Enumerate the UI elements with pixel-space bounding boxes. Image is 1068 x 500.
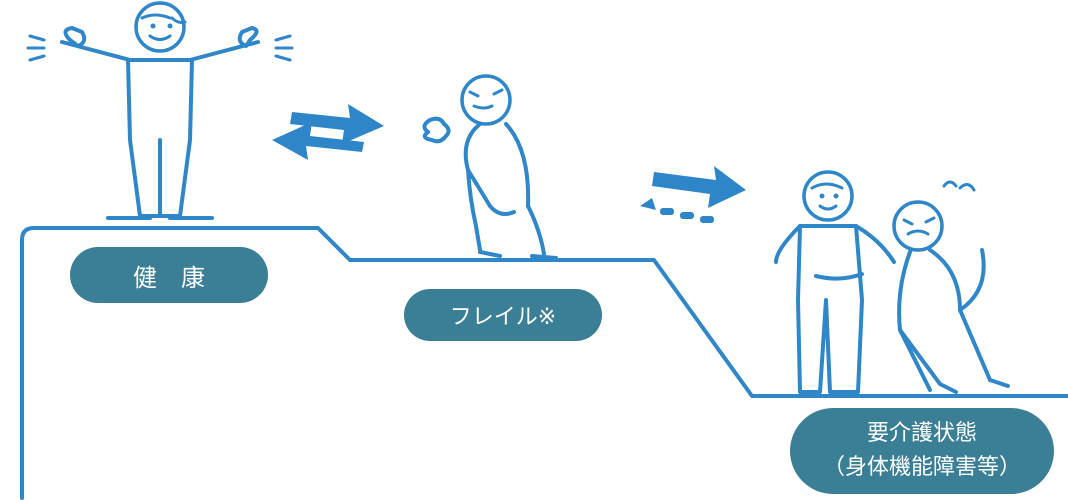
stage-label-healthy: 健 康 [70, 247, 268, 303]
healthy-person-icon [28, 3, 292, 218]
stage-label-frail: フレイル※ [404, 289, 602, 341]
stage-label-care-line2: （身体機能障害等） [823, 451, 1021, 485]
stage-label-frail-text: フレイル※ [450, 299, 556, 331]
stage-label-healthy-text: 健 康 [133, 258, 205, 293]
stage-label-care: 要介護状態 （身体機能障害等） [790, 408, 1054, 494]
stage-label-care-line1: 要介護状態 [867, 417, 977, 451]
two-way-arrow-icon [272, 104, 384, 160]
frail-person-icon [424, 76, 556, 258]
care-recipient-icon [894, 182, 1008, 392]
caregiver-icon [776, 172, 894, 392]
decline-arrow-icon [652, 166, 746, 208]
recovery-arrow-icon [640, 198, 714, 223]
